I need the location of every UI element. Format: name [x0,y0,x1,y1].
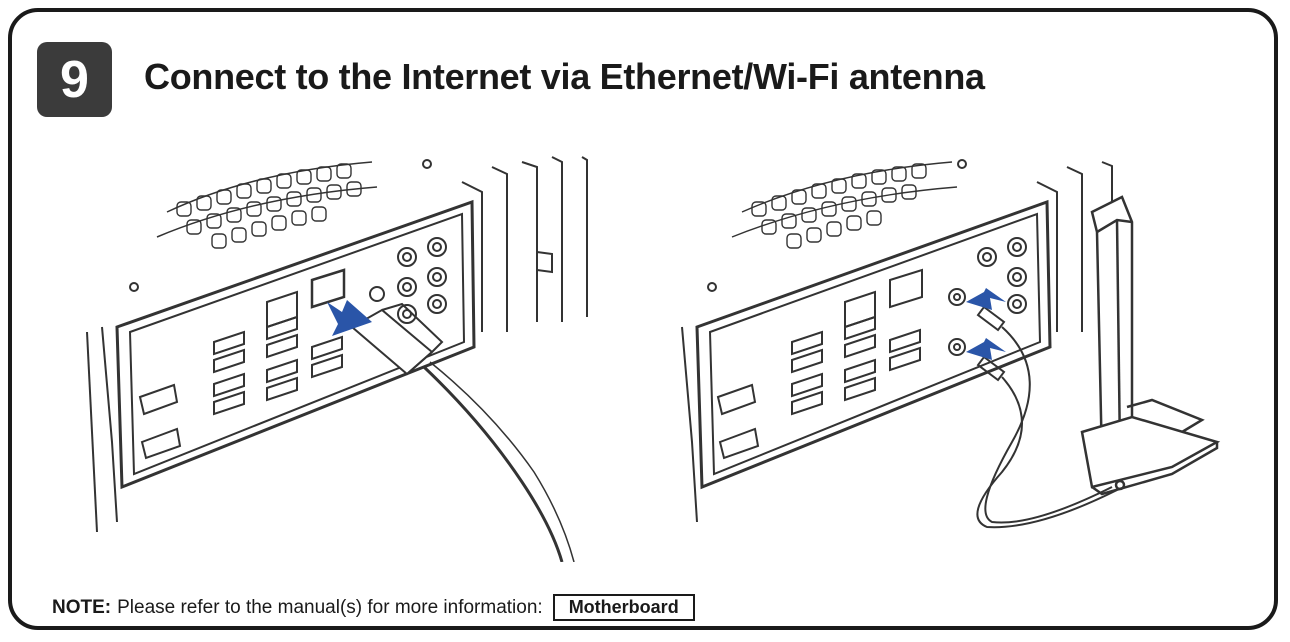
ethernet-cable [422,365,564,562]
insert-arrow-bottom [966,338,1006,360]
fan-grille [731,161,958,249]
note-label: NOTE: [52,596,112,618]
antenna-cable [984,326,1113,524]
insert-arrow [327,300,372,336]
step-number-badge: 9 [37,42,112,117]
wifi-antenna-illustration [681,159,1221,529]
step-title: Connect to the Internet via Ethernet/Wi-… [144,56,985,97]
note-text: Please refer to the manual(s) for more i… [117,596,543,618]
fan-grille [156,161,378,249]
manual-reference-motherboard[interactable]: Motherboard [552,594,695,621]
audio-jacks [977,237,1027,314]
antenna-connectors [948,288,1006,382]
usb-ports [791,315,921,416]
usb-ports [213,315,343,416]
io-shield [695,199,1052,490]
step-number: 9 [60,50,89,109]
antenna [1080,195,1221,496]
ethernet-plug [350,302,444,376]
step-card: 9 Connect to the Internet via Ethernet/W… [8,8,1278,630]
note: NOTE: Please refer to the manual(s) for … [52,594,695,621]
io-shield [115,199,476,490]
insert-arrow-top [966,288,1006,310]
ethernet-illustration [86,156,588,562]
